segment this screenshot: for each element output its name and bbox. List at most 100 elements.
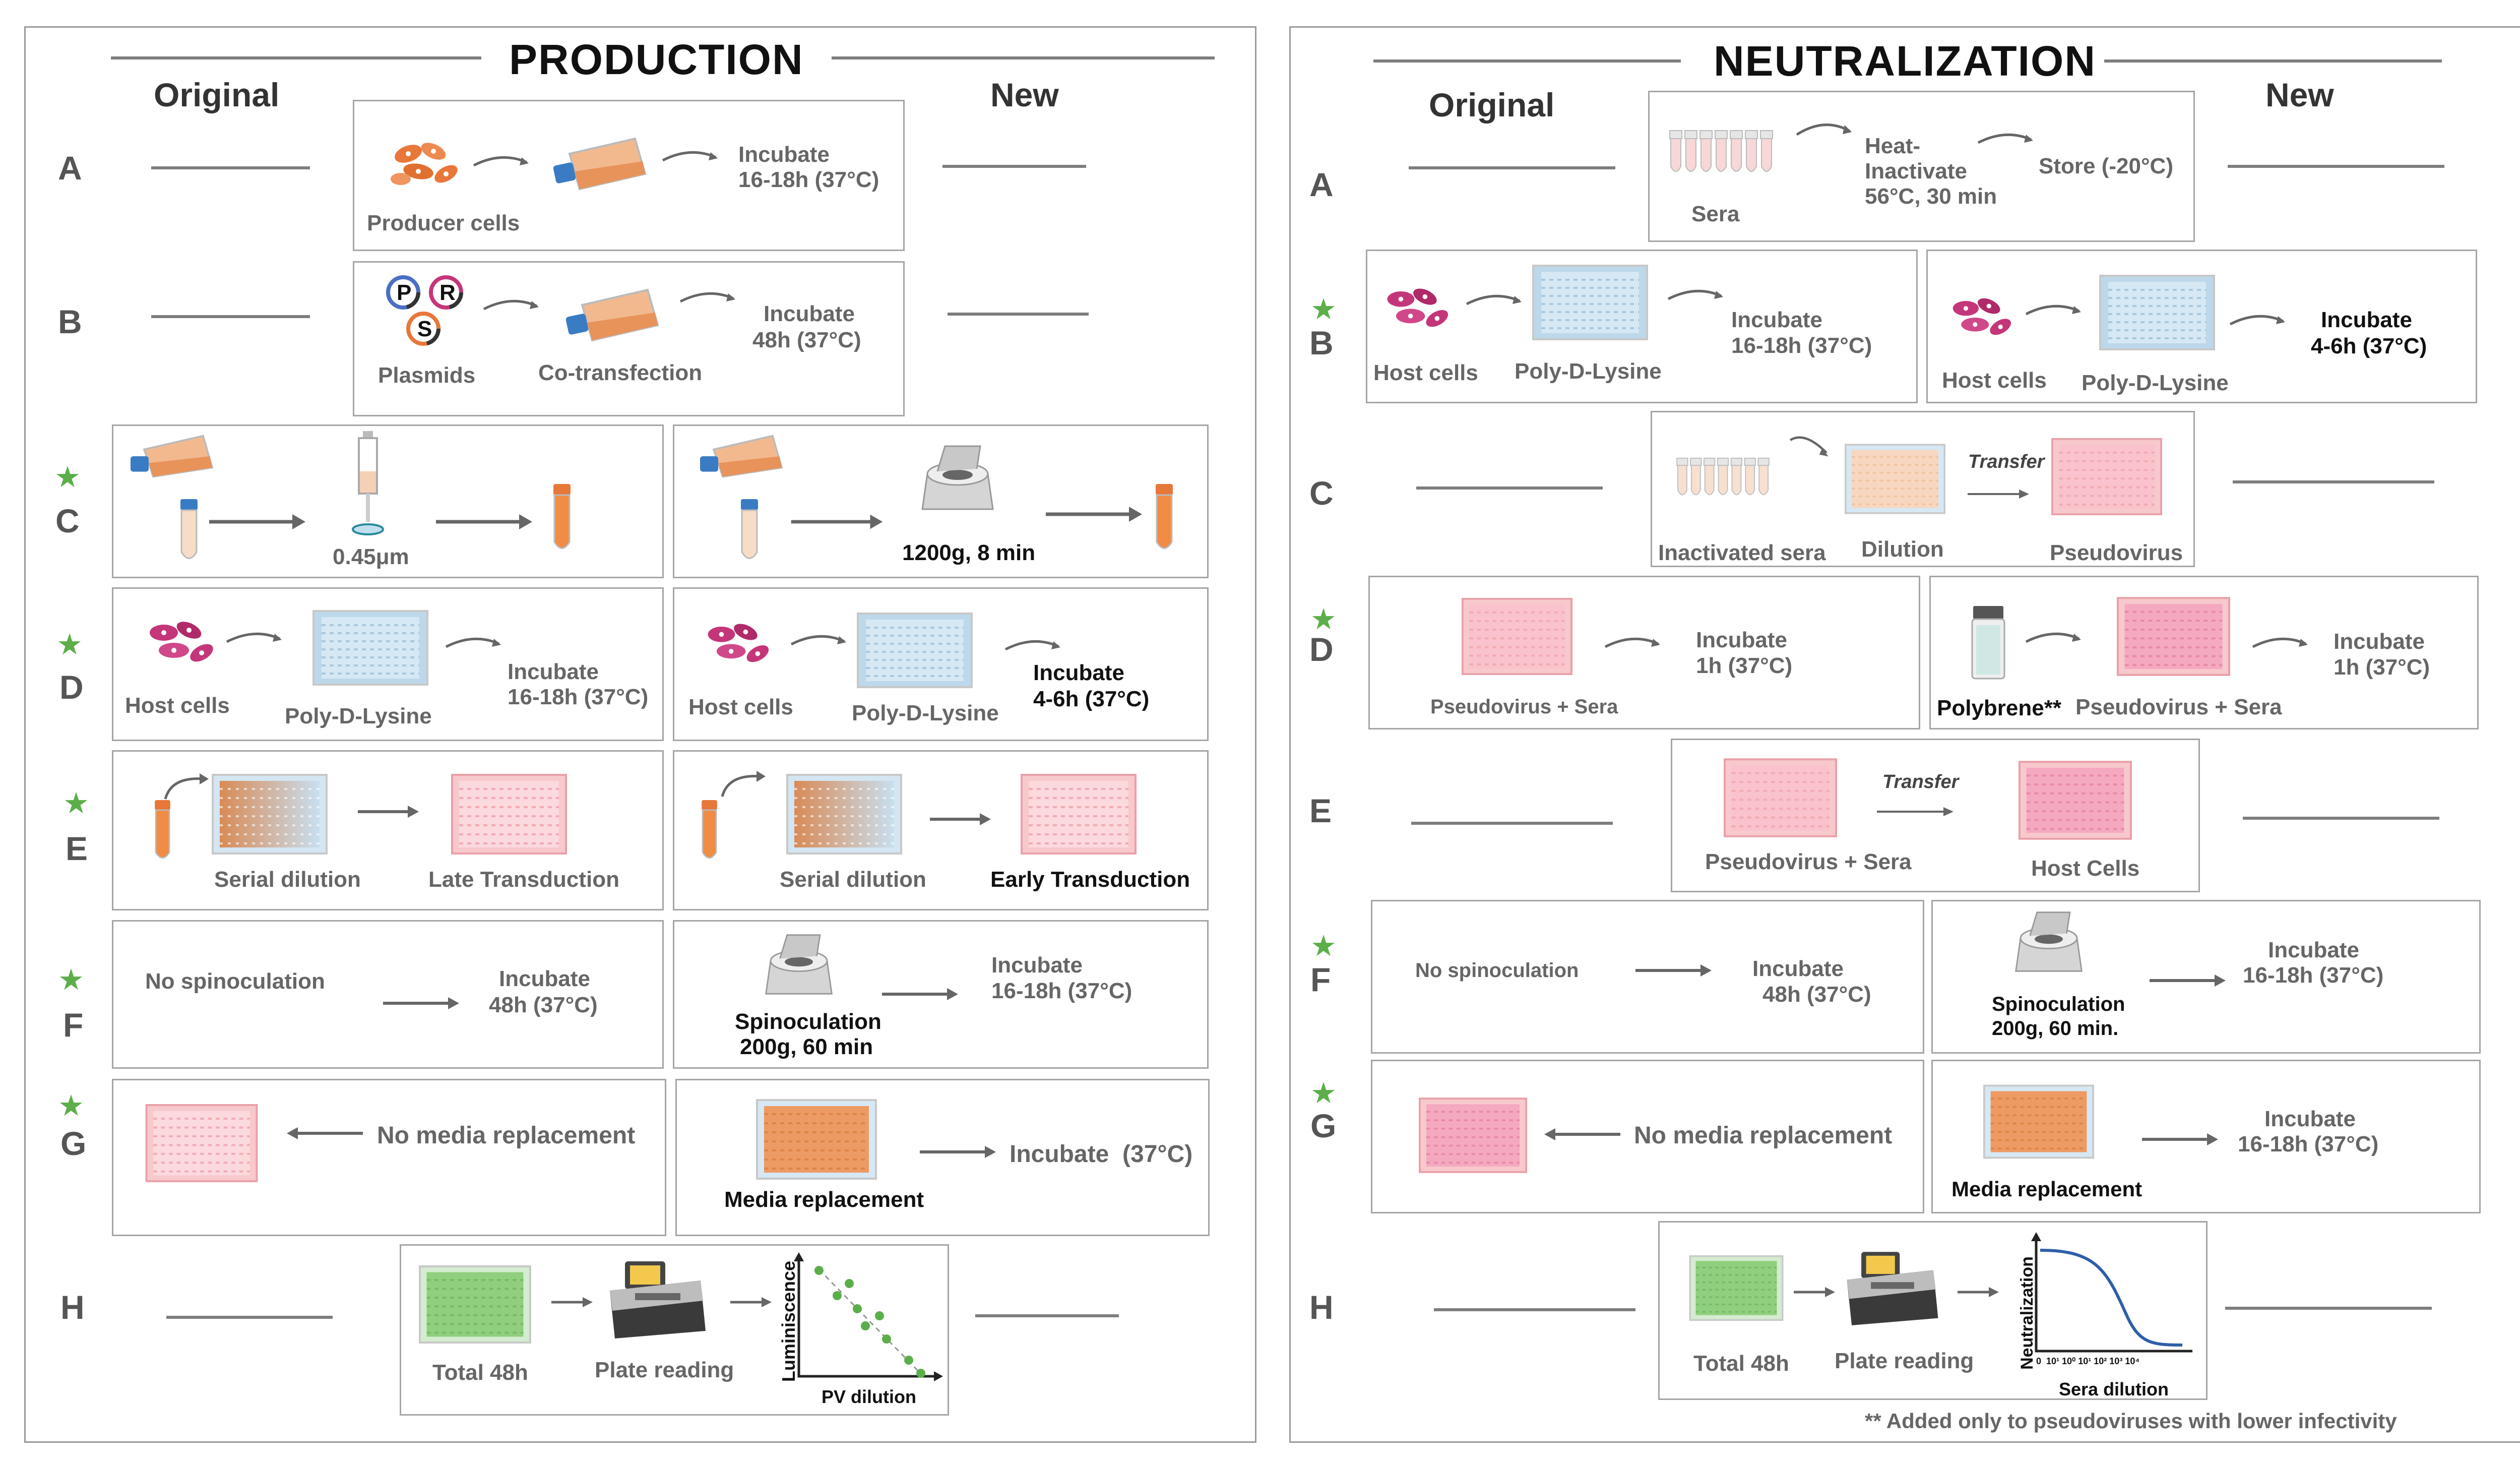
neutralization-e-host: Host Cells: [2031, 856, 2140, 881]
production-a-time: 16-18h (37°C): [738, 167, 879, 192]
production-b-time: 48h (37°C): [752, 328, 861, 352]
neutralization-d-incubate-new: Incubate: [2334, 629, 2425, 654]
neutralization-f-incubate-orig: Incubate: [1752, 956, 1844, 981]
production-title-rule-right: [832, 56, 1215, 59]
neutralization-d-polybrene: Polybrene**: [1937, 696, 2061, 720]
arrow-icon: [436, 514, 532, 529]
neutralization-h-total: Total 48h: [1693, 1351, 1789, 1376]
arrow-icon: [1968, 490, 2029, 499]
star-icon: ★: [1310, 603, 1337, 636]
production-h-plate: Plate reading: [595, 1358, 734, 1382]
production-b-orig-line: [151, 315, 310, 318]
production-row-label-a: A: [58, 149, 82, 187]
neutralization-curve-chart: [2031, 1232, 2192, 1353]
arrow-icon: [1794, 1287, 1835, 1297]
production-row-label-c: C: [55, 502, 80, 539]
neutralization-b-pdl-new: Poly-D-Lysine: [2082, 371, 2229, 395]
production-h-orig-line: [166, 1316, 333, 1319]
host-cells-icon: [1387, 288, 1448, 327]
arrow-icon: [473, 156, 529, 167]
plate-icon: [1532, 265, 1648, 340]
neutralization-title-rule-right: [2104, 59, 2442, 63]
neutralization-g-time: 16-18h (37°C): [2238, 1132, 2379, 1156]
neutralization-a-orig-line: [1409, 166, 1615, 169]
chart-point: [845, 1279, 854, 1288]
neutralization-f-new-box: [1931, 900, 2481, 1054]
neutralization-g-nomedia: No media replacement: [1634, 1122, 1893, 1149]
neutralization-f-orig-box: [1371, 900, 1924, 1054]
neutralization-b-time-new: 4-6h (37°C): [2311, 334, 2427, 358]
production-a-incubate: Incubate: [738, 142, 830, 167]
arrow-icon: [679, 292, 735, 303]
centrifuge-icon: [765, 934, 833, 995]
production-b-incubate: Incubate: [764, 301, 855, 326]
chart-point: [861, 1321, 870, 1330]
production-b-plasmids-label: Plasmids: [378, 363, 476, 388]
neutralization-c-inactivated: Inactivated sera: [1658, 540, 1826, 565]
neutralization-a-new-line: [2228, 165, 2444, 168]
production-row-label-e: E: [66, 830, 88, 867]
production-c-centrifuge-label: 1200g, 8 min: [902, 540, 1036, 565]
pink-plate-icon: [1021, 774, 1137, 855]
production-c-filter-label: 0.45μm: [333, 544, 409, 569]
production-d-incubate-orig: Incubate: [508, 659, 599, 684]
production-d-host-new: Host cells: [688, 695, 793, 719]
arrow-icon: [551, 1297, 593, 1307]
arrow-icon: [1790, 436, 1829, 457]
production-e-serial-orig: Serial dilution: [214, 867, 361, 892]
neutralization-a-heat1: Heat-: [1865, 134, 1921, 158]
production-e-early: Early Transduction: [990, 867, 1190, 892]
star-icon: ★: [1310, 293, 1337, 326]
neutralization-a-sera: Sera: [1691, 202, 1740, 226]
production-b-cotransfection-label: Co-transfection: [538, 360, 703, 385]
neutralization-row-label-g: G: [1310, 1107, 1337, 1144]
tube-icon: [180, 499, 198, 559]
production-d-host-orig: Host cells: [125, 693, 230, 718]
plate-icon: [2099, 275, 2215, 350]
production-new-header: New: [990, 76, 1059, 113]
production-h-new-line: [975, 1314, 1119, 1317]
neutralization-a-store: Store (-20°C): [2039, 154, 2173, 178]
flask-icon: [131, 435, 214, 478]
production-row-label-h: H: [60, 1289, 85, 1326]
arrow-icon: [483, 299, 539, 311]
neutralization-f-incubate-new: Incubate: [2268, 938, 2359, 962]
star-icon: ★: [56, 628, 83, 661]
neutralization-f-spin-params: 200g, 60 min.: [1992, 1017, 2119, 1040]
neutralization-b-incubate-orig: Incubate: [1731, 308, 1822, 332]
neutralization-b-host-orig: Host cells: [1373, 360, 1478, 385]
production-original-header: Original: [154, 76, 280, 113]
arrow-icon: [2142, 1133, 2218, 1145]
arrow-icon: [1958, 1287, 1999, 1297]
arrow-icon: [662, 151, 718, 162]
plate-reader-icon: [610, 1261, 706, 1338]
neutralization-row-label-a: A: [1309, 166, 1334, 203]
sera-tubes-icon: [1669, 130, 1773, 172]
production-d-pdl-orig: Poly-D-Lysine: [285, 704, 432, 728]
star-icon: ★: [63, 787, 89, 820]
neutralization-h-orig-line: [1434, 1308, 1635, 1311]
serial-dilution-plate-icon: [786, 774, 902, 855]
pink-plate-icon: [2051, 438, 2162, 516]
orange-plate-icon: [1983, 1084, 2094, 1159]
neutralization-row-label-b: B: [1309, 324, 1334, 361]
neutralization-c-new-line: [2233, 480, 2434, 483]
arrow-icon: [358, 806, 419, 818]
producer-cells-icon: [391, 143, 458, 185]
luminescence-chart: [794, 1252, 943, 1381]
star-icon: ★: [54, 461, 81, 494]
plasmid-r-label: R: [439, 280, 456, 305]
arrow-icon: [226, 632, 282, 643]
plate-icon: [312, 610, 428, 686]
neutralization-row-label-d: D: [1309, 631, 1334, 668]
production-d-time-new: 4-6h (37°C): [1033, 687, 1150, 711]
neutralization-b-host-new: Host cells: [1942, 368, 2047, 393]
production-h-total: Total 48h: [432, 1360, 528, 1385]
production-row-label-b: B: [58, 303, 82, 340]
arrow-icon: [721, 771, 766, 797]
host-cells-icon: [150, 622, 213, 662]
sera-tubes-icon: [1676, 457, 1770, 496]
orange-plate-icon: [756, 1099, 877, 1180]
neutralization-c-orig-line: [1416, 486, 1603, 490]
production-a-producer-label: Producer cells: [367, 211, 520, 235]
